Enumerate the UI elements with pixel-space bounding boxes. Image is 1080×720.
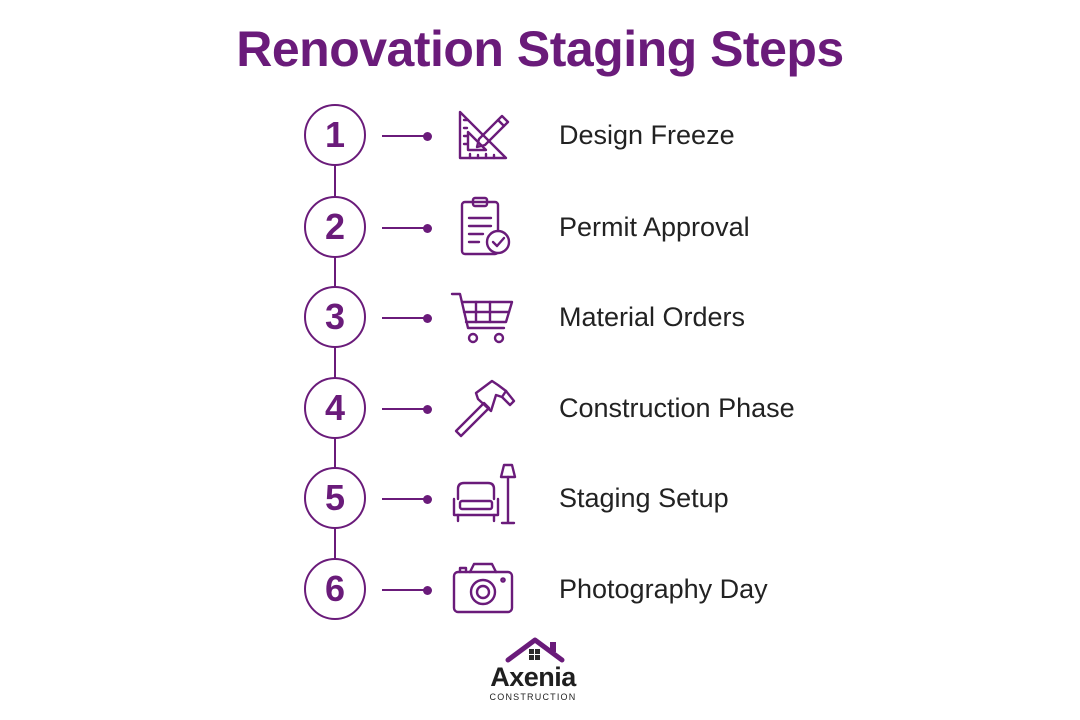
camera-icon (446, 554, 518, 626)
connector-dot (423, 404, 432, 414)
clipboard-check-icon (446, 192, 518, 264)
connector-dot (423, 585, 432, 595)
step-number: 6 (304, 558, 366, 620)
step-connector (382, 227, 426, 229)
shopping-cart-icon (446, 282, 518, 354)
step-1: 1 Design Freeze (0, 104, 1080, 168)
step-2: 2 Permit Approval (0, 196, 1080, 260)
logo-name: Axenia (490, 662, 576, 692)
connector-dot (423, 313, 432, 323)
company-logo: Axenia CONSTRUCTION (470, 632, 600, 704)
step-number: 5 (304, 467, 366, 529)
step-label: Construction Phase (559, 393, 795, 423)
step-connector (382, 408, 426, 410)
step-label: Permit Approval (559, 212, 750, 242)
step-5: 5 Staging Setup (0, 463, 1080, 531)
step-connector (382, 589, 426, 591)
step-number: 1 (304, 104, 366, 166)
house-icon (505, 637, 565, 663)
connector-dot (423, 494, 432, 504)
step-6: 6 Photography Day (0, 558, 1080, 622)
step-number: 3 (304, 286, 366, 348)
drafting-triangle-pencil-icon (446, 100, 518, 172)
step-label: Material Orders (559, 302, 746, 332)
timeline-line (334, 134, 336, 590)
connector-dot (423, 223, 432, 233)
step-label: Design Freeze (559, 120, 735, 150)
hammer-icon (446, 373, 518, 445)
connector-dot (423, 131, 432, 141)
sofa-lamp-icon (446, 463, 518, 535)
step-label: Photography Day (559, 574, 768, 604)
step-number: 2 (304, 196, 366, 258)
page-title: Renovation Staging Steps (236, 21, 844, 77)
logo-subtitle: CONSTRUCTION (489, 692, 577, 702)
step-connector (382, 498, 426, 500)
step-4: 4 Construction Phase (0, 377, 1080, 441)
step-3: 3 Material Orders (0, 286, 1080, 350)
step-connector (382, 317, 426, 319)
step-connector (382, 135, 426, 137)
step-number: 4 (304, 377, 366, 439)
step-label: Staging Setup (559, 483, 729, 513)
